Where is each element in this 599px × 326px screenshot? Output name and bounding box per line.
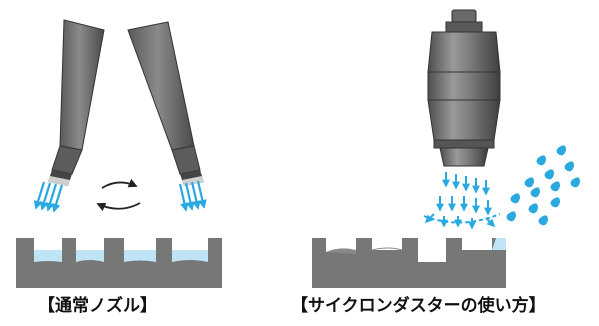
cyclone-duster-panel <box>312 9 580 288</box>
left-nozzle-icon <box>48 19 105 186</box>
grooved-part-left <box>16 238 222 288</box>
water-droplets <box>506 145 580 226</box>
dashed-swirl <box>423 213 501 224</box>
normal-nozzle-panel <box>16 19 222 288</box>
cyclone-spray-arrows <box>424 172 496 230</box>
right-spray-arrows <box>178 180 207 212</box>
grooved-part-right <box>312 238 506 288</box>
left-spray-arrows <box>33 181 64 213</box>
caption-normal-nozzle: 【通常ノズル】 <box>38 296 157 316</box>
right-nozzle-icon <box>127 21 204 186</box>
cyclone-duster-icon <box>427 9 501 167</box>
caption-cyclone-duster: 【サイクロンダスターの使い方】 <box>291 296 546 316</box>
swing-arrows <box>96 178 141 212</box>
